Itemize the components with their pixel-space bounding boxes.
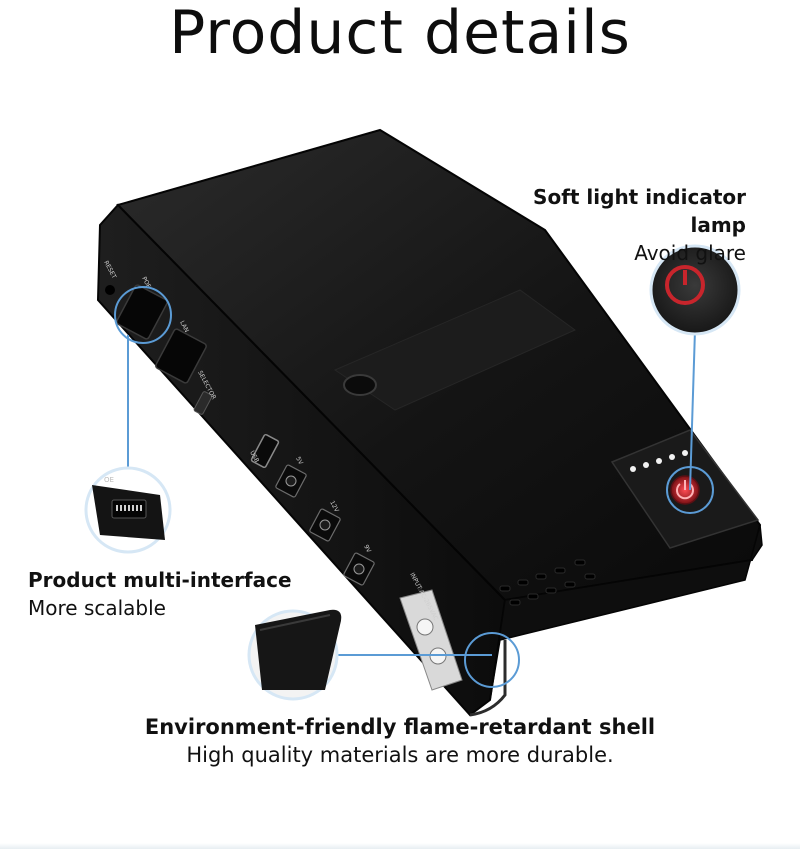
label-lan: LAN xyxy=(178,320,190,334)
zoom-indicator-lamp xyxy=(649,244,741,336)
reset-hole xyxy=(105,285,115,295)
feature-heading: Environment-friendly flame-retardant she… xyxy=(144,715,656,739)
bottom-divider xyxy=(0,843,800,849)
ethernet-port-icon xyxy=(116,284,207,384)
zoom-interface: OE xyxy=(84,466,172,554)
label-9v: 9V xyxy=(362,544,372,555)
usb-port-icon xyxy=(250,433,280,469)
label-poe-zoom: OE xyxy=(104,476,114,484)
device-front-face xyxy=(489,524,763,701)
label-usb: USB xyxy=(248,450,260,464)
dc-port-icon xyxy=(275,464,375,586)
feature-caption-shell: Environment-friendly flame-retardant she… xyxy=(0,713,800,769)
feature-caption-interface: Product multi-interface More scalable xyxy=(28,566,292,622)
top-button xyxy=(343,374,377,396)
ac-inlet-icon xyxy=(399,589,463,691)
label-poe: POE xyxy=(140,276,152,290)
feature-detail: Avoid glare xyxy=(634,241,746,265)
page-title: Product details xyxy=(169,0,631,68)
feature-caption-lamp: Soft light indicator lamp Avoid glare xyxy=(480,183,746,267)
callout-ring-corner xyxy=(464,632,520,688)
feature-detail: High quality materials are more durable. xyxy=(186,743,614,767)
feature-heading: Soft light indicator lamp xyxy=(533,185,746,237)
device-body xyxy=(96,128,763,717)
vent-holes xyxy=(499,559,596,606)
battery-leds xyxy=(630,450,688,472)
feature-heading: Product multi-interface xyxy=(28,568,292,592)
zoom-shell-corner xyxy=(247,609,342,701)
feature-detail: More scalable xyxy=(28,596,166,620)
callout-ring-ports xyxy=(114,286,172,344)
label-5v: 5V xyxy=(294,456,304,467)
device-top-band xyxy=(333,289,576,411)
callout-ring-power xyxy=(666,466,714,514)
selector-switch xyxy=(193,391,213,415)
